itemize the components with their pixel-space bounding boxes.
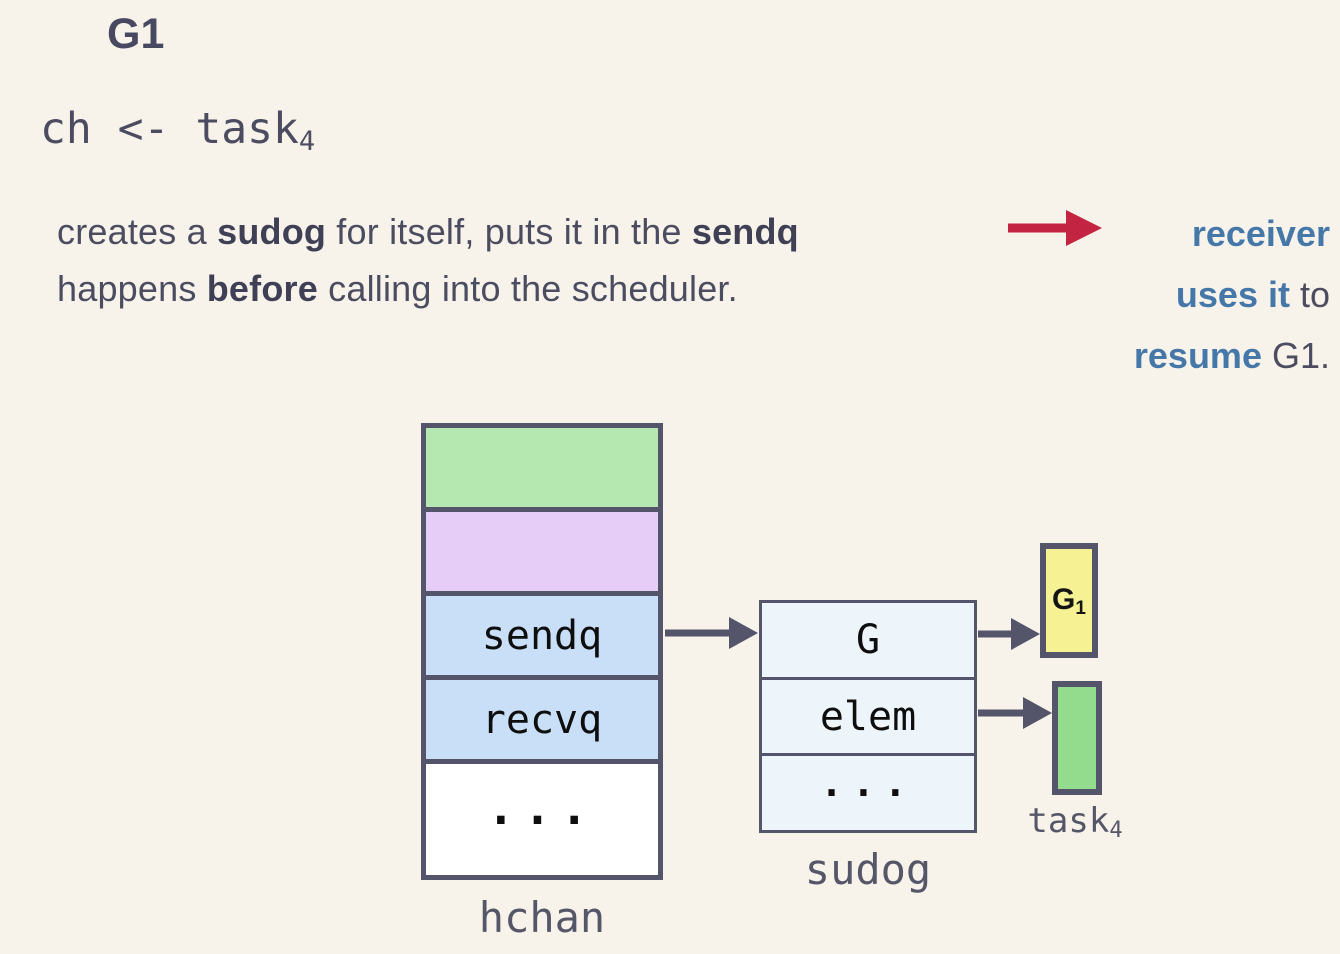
hchan-cell-recvq: recvq [426,680,658,764]
description-segment: creates a [57,211,218,252]
keyword-sudog: sudog [217,211,327,252]
red-arrow-right-icon [1008,210,1102,246]
side-note-segment: G1. [1261,335,1330,376]
keyword-before: before [206,268,318,309]
sudog-label: sudog [804,845,932,894]
side-note-line-1: receiver [930,203,1330,264]
keyword-sendq: sendq [691,211,799,252]
sudog-cell-g: G [762,603,974,680]
arrow-sendq-to-sudog-icon [665,617,758,649]
sudog-cell-rest: ... [820,761,916,806]
keyword-receiver: receiver [1191,213,1330,254]
g1-box-text: G1 [1052,583,1086,619]
hchan-cell-rest: ... [426,764,658,875]
hchan-cell-sendq: sendq [426,596,658,680]
g1-goroutine-box: G1 [1040,543,1098,658]
hchan-cell-buffer [426,428,658,512]
arrow-g-to-g1-icon [978,618,1040,650]
side-note: receiver uses it to resume G1. [930,203,1330,386]
sudog-cell-elem: elem [762,680,974,757]
side-note-line-3: resume G1. [930,325,1330,386]
hchan-cell-state [426,512,658,596]
description-line-2: happens before calling into the schedule… [57,260,799,317]
task4-label: task4 [1027,801,1123,843]
hchan-label: hchan [478,893,606,942]
side-note-segment: to [1289,274,1330,315]
description-segment: happens [57,268,207,309]
keyword-resume: resume [1133,335,1262,376]
side-note-line-2: uses it to [930,264,1330,325]
description-text: creates a sudog for itself, puts it in t… [57,203,799,317]
task4-value-box [1052,681,1102,795]
description-segment: calling into the scheduler. [317,268,738,309]
sudog-struct: G elem ... [759,600,977,833]
code-text: ch <- task [40,104,299,154]
description-line-1: creates a sudog for itself, puts it in t… [57,203,799,260]
code-line: ch <- task4 [40,104,316,157]
description-segment: for itself, puts it in the [326,211,692,252]
page-title: G1 [107,10,165,58]
keyword-uses-it: uses it [1175,274,1290,315]
code-subscript: 4 [298,126,316,157]
hchan-struct: sendq recvq ... [421,423,663,880]
arrow-elem-to-task-icon [978,697,1052,729]
